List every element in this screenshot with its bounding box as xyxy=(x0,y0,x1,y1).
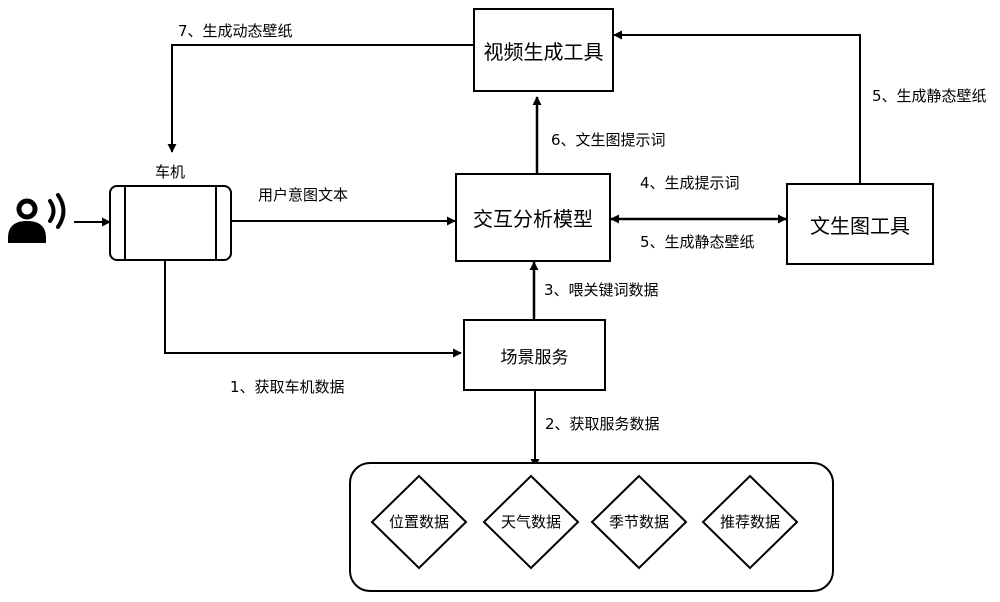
diamond-recommend-data xyxy=(701,474,799,570)
label-user-intent-text: 用户意图文本 xyxy=(258,186,349,204)
season-data-label: 季节数据 xyxy=(608,513,670,531)
car-label: 车机 xyxy=(155,163,186,181)
text-to-image-tool-box: 文生图工具 xyxy=(786,183,934,265)
diamond-weather-data xyxy=(482,474,580,570)
weather-data-label: 天气数据 xyxy=(500,513,562,531)
scene-service-box: 场景服务 xyxy=(463,319,606,391)
label-get-car-data: 1、获取车机数据 xyxy=(230,378,345,396)
user-voice-icon xyxy=(8,193,66,243)
label-text-to-image-prompt: 6、文生图提示词 xyxy=(551,131,666,149)
scene-service-label: 场景服务 xyxy=(500,347,569,368)
video-generation-tool-label: 视频生成工具 xyxy=(483,39,604,64)
recommend-data-label: 推荐数据 xyxy=(719,513,781,531)
label-generate-prompt: 4、生成提示词 xyxy=(640,174,740,192)
data-container xyxy=(349,462,834,592)
text-to-image-tool-label: 文生图工具 xyxy=(810,213,910,238)
label-generate-dynamic-wallpaper: 7、生成动态壁纸 xyxy=(178,22,293,40)
arrow-get-car-data xyxy=(164,260,462,358)
car-device xyxy=(109,185,232,261)
label-get-service-data: 2、获取服务数据 xyxy=(545,415,660,433)
diamond-season-data xyxy=(590,474,688,570)
label-generate-static-wallpaper: 5、生成静态壁纸 xyxy=(640,233,755,251)
arrow-static-wallpaper-to-video xyxy=(613,30,861,183)
interaction-analysis-model-label: 交互分析模型 xyxy=(473,207,593,231)
interaction-analysis-model-box: 交互分析模型 xyxy=(455,173,611,262)
arrow-dynamic-wallpaper xyxy=(167,44,473,153)
label-generate-static-wallpaper-top: 5、生成静态壁纸 xyxy=(872,87,987,105)
label-keyword-data: 3、喂关键词数据 xyxy=(544,281,659,299)
location-data-label: 位置数据 xyxy=(388,513,450,531)
diamond-location-data xyxy=(370,474,468,570)
video-generation-tool-box: 视频生成工具 xyxy=(473,8,614,92)
